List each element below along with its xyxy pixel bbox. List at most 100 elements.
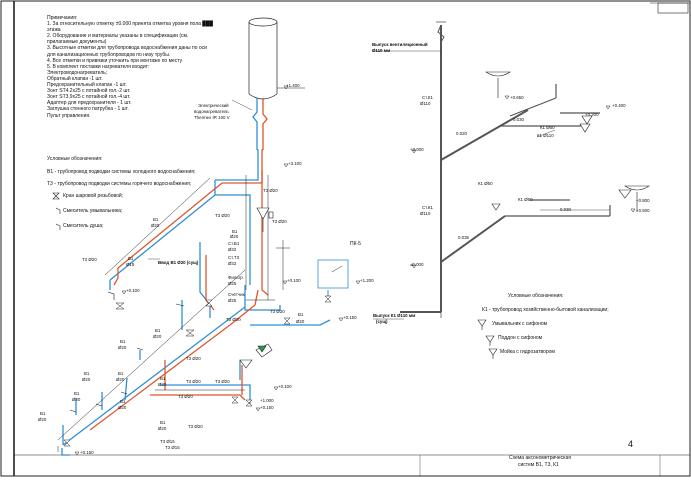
heater-label: водонагреватель — [194, 109, 229, 114]
pipe-label: Ø25 — [228, 298, 237, 303]
pipe-label: В1 — [120, 339, 126, 344]
pipe-label: Т3 Ø20 — [188, 424, 203, 429]
heater-elevation: +1.400 — [286, 83, 300, 88]
legend-sink: Мойка с гидрозатвором — [500, 349, 555, 355]
heater-model: Thermex IR 100 V — [194, 115, 230, 120]
pipe-label: Ø20 — [116, 377, 125, 382]
vent-label: Выпуск вентиляционный — [372, 42, 428, 47]
notes-line: 5. В комплект поставки нагревателя входи… — [47, 63, 150, 70]
notes-line: 2. Оборудование и материалы указаны в сп… — [47, 33, 189, 40]
notes-block: Примечания: 1. За относительную отметку … — [47, 15, 213, 119]
pipe-label: В1 — [153, 217, 159, 222]
elev-label: +0.400 — [612, 103, 626, 108]
elev-label: +0.100 — [126, 288, 140, 293]
pipe-label: В1 — [232, 229, 238, 234]
sewer-legend-title: Условные обозначения: — [508, 293, 564, 299]
notes-title: Примечания: — [47, 15, 78, 21]
notes-line: этажа — [47, 27, 61, 34]
pipe-label: Т3 Ø15 — [165, 445, 180, 450]
counter-label: Счётчик — [228, 292, 245, 297]
riser-label: Ст.Т3 — [228, 255, 240, 260]
sewer-fixtures — [485, 71, 650, 212]
legend-tray: Поддон с сифоном — [498, 335, 543, 341]
legend-mixer-shower: Смеситель душа; — [63, 223, 104, 229]
riser-label: Ø32 — [228, 261, 237, 266]
pipe-label: Ø20 — [158, 382, 167, 387]
pipe-label: Ø20 — [296, 319, 305, 324]
pipe-label: В1 — [118, 371, 124, 376]
elev-label: +1.200 — [360, 278, 374, 283]
legend-v1: В1 - трубопровод подводки системы холодн… — [47, 169, 196, 175]
pipe-label: Ø20 — [158, 426, 167, 431]
pipe-label: Ø20 — [118, 405, 127, 410]
legend-k1: К1 - трубопровод хозяйственно-бытовой ка… — [482, 307, 609, 313]
pipe-label: В1 — [160, 420, 166, 425]
pipe-label: Ø20 — [151, 223, 160, 228]
notes-line: Электроводонагреватель; — [47, 69, 108, 76]
legend-t3: Т3 - трубопровод подводки системы горяче… — [47, 181, 192, 187]
elev-label: +0.100 — [287, 278, 301, 283]
pipe-label: Ø20 — [72, 397, 81, 402]
cold-water-pipes — [61, 98, 331, 456]
pipe-label: Т3 Ø20 — [270, 309, 285, 314]
filter-label: Фильтр — [228, 275, 243, 280]
slope-label: 0.020 — [456, 131, 467, 136]
elev-label: +3.000 — [410, 147, 424, 152]
notes-line: прилагаемые документы) — [47, 39, 107, 46]
riser-label: Ст.К1 — [422, 95, 433, 100]
elev-label: +0.500 — [636, 208, 650, 213]
elev-label: +0.150 — [80, 450, 94, 455]
legend-basin: Умывальник с сифоном — [492, 321, 548, 327]
pipe-label: Т3 Ø20 — [186, 356, 201, 361]
pipe-label: Ø20 — [118, 345, 127, 350]
notes-line: Предохранительный клапан -1 шт. — [47, 82, 127, 89]
slope-label: 0.035 — [458, 235, 469, 240]
outlet-note: (сущ) — [376, 319, 388, 324]
riser-label: Ст.В1 — [228, 241, 240, 246]
pipe-label: К1 Ø110 — [537, 133, 554, 138]
pipe-label: Ø25 — [228, 281, 237, 286]
pipe-label: Т3 Ø20 — [226, 317, 241, 322]
heater-label: Электрический — [198, 103, 229, 108]
elev-label: +0.100 — [278, 384, 292, 389]
riser-label: Ø110 — [420, 101, 431, 106]
pipe-label: В1 — [155, 328, 161, 333]
input-label: Ввод В1 Ø20 (сущ) — [158, 260, 199, 265]
slope-label: 0.030 — [513, 117, 524, 122]
elev-label: +0.150 — [260, 405, 274, 410]
slope-label: 0.030 — [560, 207, 571, 212]
pipe-label: В1 — [120, 399, 126, 404]
pk5-label: ПК-5 — [350, 241, 361, 247]
stamp-title: Схема аксонометрическая — [509, 455, 571, 461]
water-legend-title: Условные обозначения: — [47, 156, 103, 162]
legend-valve: Кран шаровой резьбовой; — [63, 193, 124, 199]
pipe-label: К1 Ø50 — [540, 125, 555, 130]
notes-line: Обратный клапан -1 шт. — [47, 75, 103, 82]
pk5-cabinet — [317, 259, 349, 289]
sewer-branches — [500, 84, 611, 217]
riser-label: Ø32 — [228, 247, 237, 252]
legend-mixer-sink: Смеситель умывальника; — [63, 208, 123, 214]
riser-label: Ст.К1 — [422, 205, 433, 210]
pipe-label: Т3 Ø20 — [82, 257, 97, 262]
pipe-label: В1 — [160, 376, 166, 381]
pipe-label: Ø20 — [38, 417, 47, 422]
pipe-label: Ø20 — [153, 334, 162, 339]
vent-cap — [437, 24, 445, 43]
notes-line: Заглушка стенного патрубка - 1 шт. — [47, 106, 129, 113]
corner-stamp-box — [657, 2, 689, 14]
slope-label: +0.200 — [585, 112, 599, 117]
notes-line: Пульт управления. — [47, 112, 91, 119]
sheet-number: 4 — [628, 439, 634, 449]
leader-lines — [148, 50, 610, 320]
ball-valves — [63, 295, 332, 447]
notes-line: 4. Все отметки и привязки уточнить при м… — [47, 57, 183, 64]
elev-label: +0.650 — [510, 95, 524, 100]
pipe-label: Т3 Ø20 — [263, 188, 278, 193]
pipe-label: В1 — [128, 256, 134, 261]
notes-line: Зонт ST3.9x25 с потайной гол.-4 шт. — [47, 94, 131, 101]
pipe-label: Ø20 — [230, 234, 239, 239]
pipe-label: Ø15 — [126, 262, 135, 267]
